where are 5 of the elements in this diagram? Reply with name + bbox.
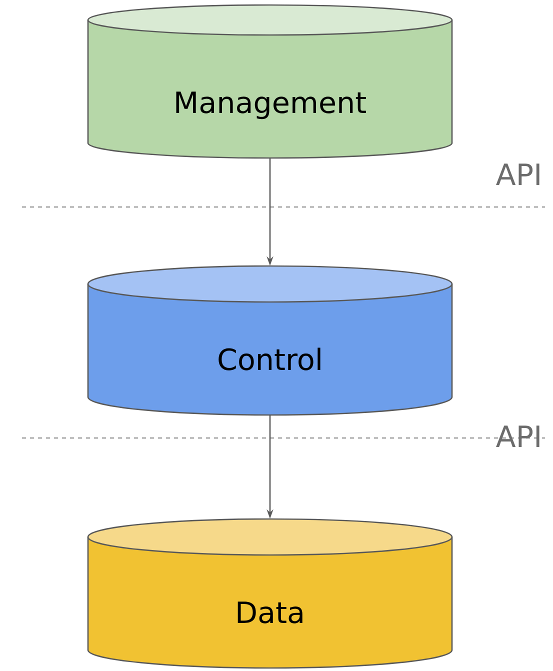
cylinder: Management: [87, 4, 453, 159]
cylinder: Data: [87, 518, 453, 669]
layer-label: API: [496, 164, 540, 185]
layer-label: API: [496, 426, 540, 447]
cylinder: Control: [87, 265, 453, 416]
